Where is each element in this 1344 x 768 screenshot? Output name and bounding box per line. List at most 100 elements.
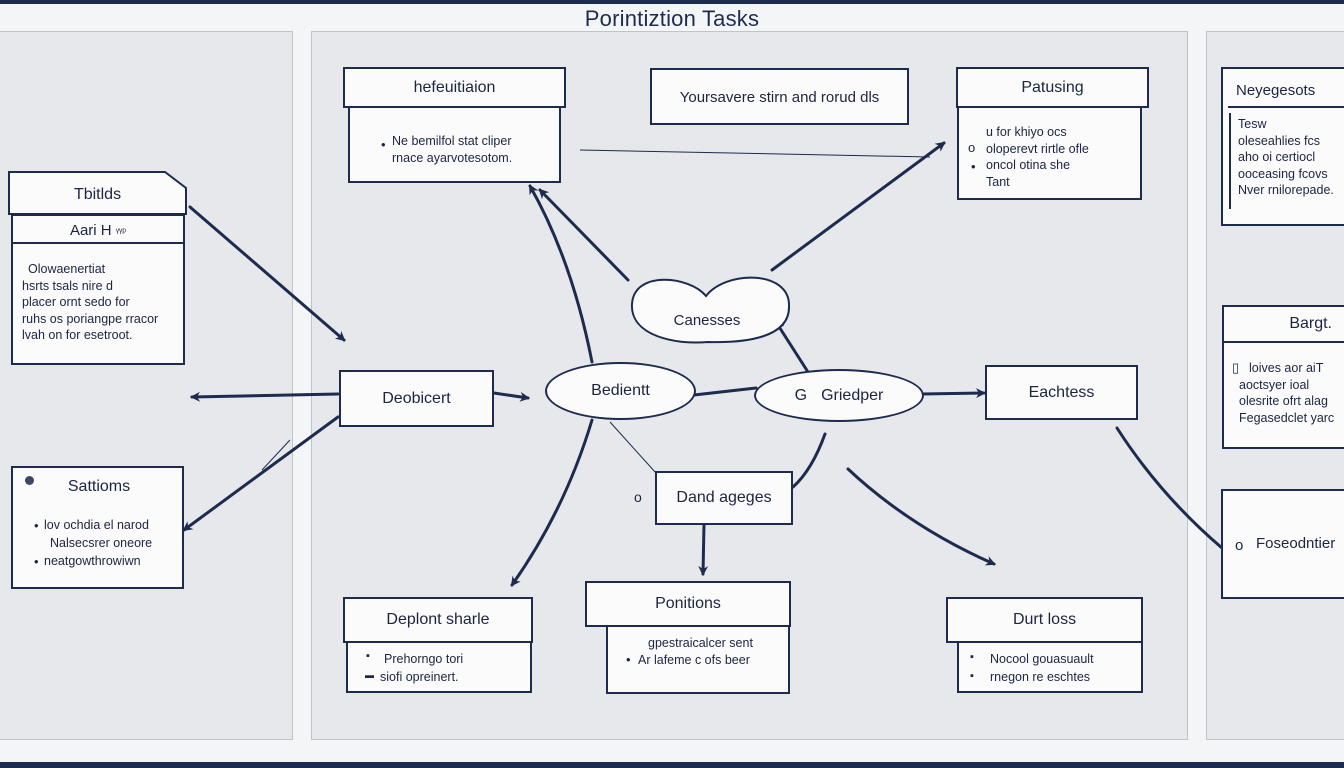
line: rnace ayarvotesotom. [392, 150, 513, 165]
arrow-deobicert-to-bedientt [492, 391, 530, 402]
diagram-title: Porintiztion Tasks [584, 6, 760, 31]
card-foseodntier [1221, 489, 1344, 599]
card-neyegesots-title: Neyegesots [1236, 82, 1316, 99]
card-neyegesots-bar [1229, 113, 1231, 209]
card-durtloss-marker: ▪ [970, 670, 974, 682]
line: u for khiyo ocs [986, 125, 1067, 139]
arrow-deobicert-to-sattioms [182, 415, 340, 532]
card-patusing-text: u for khiyo ocs oloperevt rirtle ofle on… [986, 124, 1089, 190]
card-neyegesots-text: Tesw oleseahlies fcs aho oi certiocl ooc… [1238, 116, 1334, 199]
card-yours [650, 68, 909, 125]
card-tbitds-body [11, 242, 185, 365]
arrow-canesses-to-patusing [770, 141, 946, 272]
card-foseodntier-marker: o [1235, 537, 1244, 554]
line: lvah on for esetroot. [22, 328, 133, 342]
arrow-dand-to-ponitions [698, 522, 709, 576]
line: ooceasing fcovs [1238, 166, 1328, 181]
card-tbitds-subheader [11, 214, 185, 244]
line: Tesw [1238, 117, 1267, 131]
line: placer ornt sedo for [22, 295, 130, 309]
line: Prehorngo tori [384, 652, 464, 666]
card-bargt-marker: ▯ [1232, 360, 1240, 375]
card-neyegesots-divider [1228, 106, 1344, 108]
card-patusing-marker: o [968, 140, 976, 155]
card-sattioms-bullet: • [34, 518, 39, 533]
node-bedientt: Bedientt [545, 362, 696, 420]
arrow-tbitds-to-deobicert [188, 205, 346, 342]
card-sattioms [11, 466, 184, 589]
card-tbitds-subtitle: Aari H ᵞᵞᵖ [11, 222, 185, 239]
line: Nver rnilorepade. [1238, 183, 1334, 197]
line: Olowaenertiat [28, 262, 106, 276]
line: Ar lafeme c ofs beer [638, 653, 750, 667]
node-griedper: G Griedper [754, 369, 924, 422]
card-sattioms-bullet: • [34, 554, 39, 569]
line: lov ochdia el narod [44, 518, 149, 532]
thin-line-bedientt-dand [609, 421, 657, 474]
line-eachtess-to-foseodntier [1115, 426, 1224, 550]
line: loives aor aiT [1249, 361, 1324, 375]
arrow-bedientt-to-deploment [510, 418, 594, 587]
card-deploment-text: Prehorngo tori siofi opreinert. [380, 650, 463, 686]
card-yours-title: Yoursavere stirn and rorud dls [679, 89, 880, 106]
card-sattioms-dot [25, 476, 34, 485]
card-deploment-body [346, 641, 532, 693]
card-durtloss-marker: ▪ [970, 651, 974, 663]
card-patusing-bullet: • [971, 159, 976, 174]
card-tbitds-subtitle-text: Aari H [69, 222, 112, 239]
line: aho oi certiocl [1238, 150, 1316, 164]
line-griedper-to-dand [791, 432, 827, 489]
card-ponitions-bullet: • [626, 652, 631, 667]
card-bargt-text: loives aor aiT aoctsyer ioal olesrite of… [1239, 360, 1334, 426]
card-durtloss-body [957, 641, 1143, 693]
card-ponitions-text: gpestraicalcer sent Ar lafeme c ofs beer [638, 635, 753, 669]
line: gpestraicalcer sent [648, 636, 753, 650]
line: olesrite ofrt alag [1239, 394, 1328, 408]
line: oloperevt rirtle ofle [986, 141, 1089, 156]
card-hefeuitiaion-text: Ne bemilfol stat cliper rnace ayarvoteso… [392, 133, 512, 166]
card-tbitds-subtitle-note: ᵞᵞᵖ [115, 227, 127, 238]
line: Nalsecsrer oneore [50, 536, 153, 550]
card-foseodntier-title: Foseodntier [1256, 535, 1336, 552]
arrow-canesses-to-hefeuitiaion [538, 188, 630, 282]
card-neyegesots [1221, 67, 1344, 226]
line: oncol otina she [986, 158, 1071, 172]
left-panel [0, 31, 293, 740]
card-durtloss-text: Nocool gouasuault rnegon re eschtes [990, 650, 1094, 686]
card-tbitds-text: Olowaenertiat hsrts tsals nire d placer … [22, 261, 158, 344]
node-deobicert: Deobicert [339, 370, 494, 427]
card-sattioms-title: Sattioms [67, 478, 131, 495]
card-tbitds-title: Tbitlds [73, 186, 122, 203]
line: Tant [986, 174, 1010, 189]
line: rnegon re eschtes [990, 670, 1091, 684]
card-hefeuitiaion-bullet: • [381, 137, 386, 152]
card-sattioms-text: lov ochdia el narod Nalsecsrer oneore ne… [44, 516, 152, 570]
node-griedper-marker: G [794, 386, 808, 404]
thin-line-hefeuitiaion-patusing [579, 149, 931, 158]
line: Ne bemilfol stat cliper [392, 134, 512, 148]
arrow-griedper-to-eachtess [920, 388, 986, 399]
line: siofi opreinert. [380, 670, 459, 684]
card-bargt-body [1222, 341, 1344, 449]
card-bargt-title: Bargt. [1222, 305, 1344, 343]
node-eachtess: Eachtess [985, 365, 1138, 420]
line: hsrts tsals nire d [22, 278, 114, 293]
arrow-center-to-durtloss [846, 467, 996, 566]
card-deploment-marker: ▪ [366, 650, 370, 662]
line: ruhs os poriangpe rracor [22, 311, 159, 326]
arrow-deobicert-to-left [190, 391, 340, 402]
bottom-accent-bar [0, 762, 1344, 768]
arrow-griedper-to-canesses [774, 320, 810, 374]
top-accent-bar [0, 0, 1344, 4]
card-deploment-marker: ▬ [365, 670, 374, 680]
card-durtloss-title: Durt loss [946, 597, 1143, 643]
line: Nocool gouasuault [990, 652, 1094, 666]
card-ponitions-body [606, 625, 790, 694]
card-hefeuitiaion-body [348, 106, 561, 183]
node-dand-ageges: Dand ageges [655, 471, 793, 525]
line: neatgowthrowiwn [44, 554, 141, 568]
thin-line-left-tail [261, 439, 291, 471]
line: oleseahlies fcs [1238, 133, 1320, 148]
node-canesses-label: Canesses [673, 312, 741, 329]
